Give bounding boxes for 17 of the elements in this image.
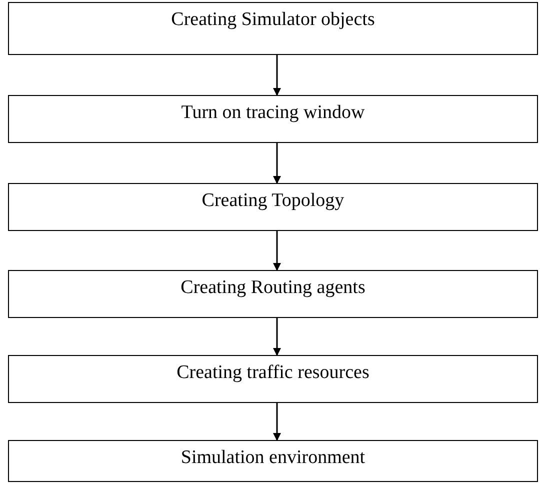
arrow <box>273 403 281 441</box>
process-box <box>8 270 538 318</box>
process-box <box>8 95 538 143</box>
step-label: Turn on tracing window <box>181 102 365 124</box>
process-box <box>8 355 538 403</box>
arrow <box>273 318 281 356</box>
step-label: Creating Simulator objects <box>171 9 375 31</box>
arrow <box>273 143 281 184</box>
process-box <box>8 2 538 55</box>
arrow <box>273 55 281 96</box>
step-label: Creating Topology <box>202 190 344 212</box>
arrow <box>273 231 281 271</box>
step-label: Creating Routing agents <box>180 277 366 299</box>
step-label: Simulation environment <box>180 447 366 469</box>
process-box <box>8 440 538 482</box>
step-label: Creating traffic resources <box>176 362 370 384</box>
process-box <box>8 183 538 231</box>
